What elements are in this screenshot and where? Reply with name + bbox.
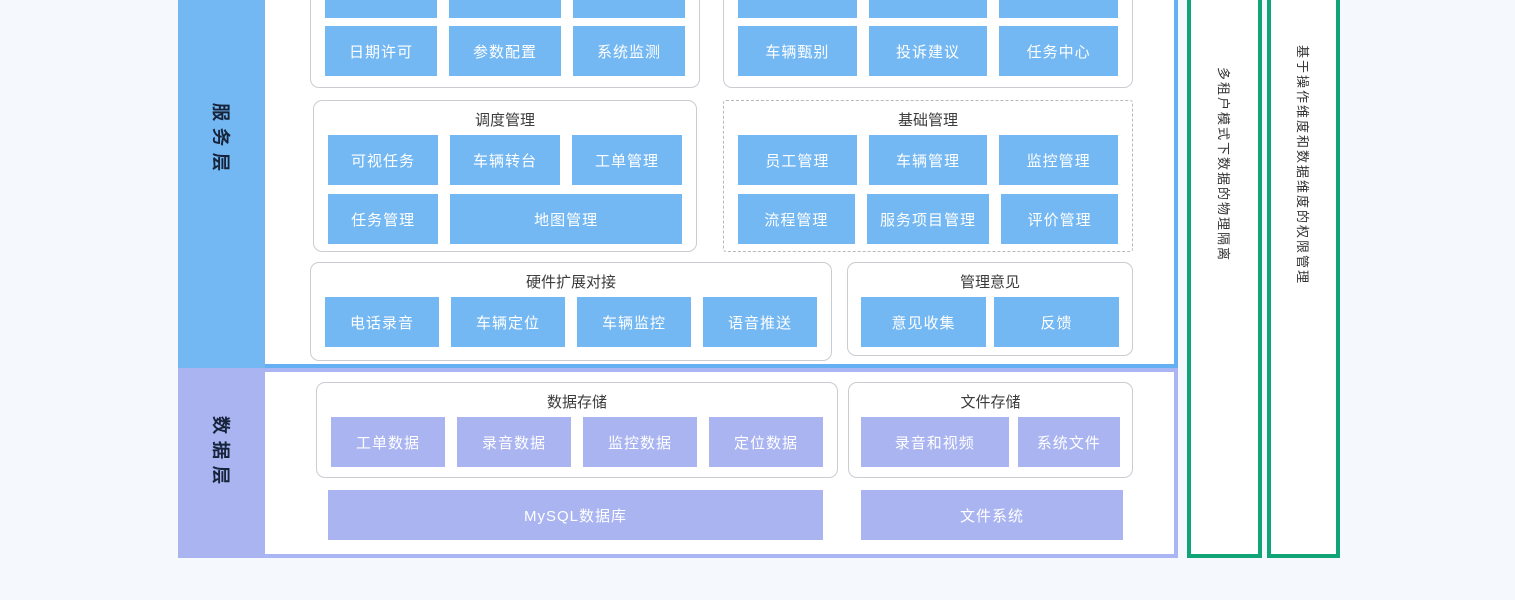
diagram-box [868,0,988,18]
group-misc-right: 车辆甄别 投诉建议 任务中心 [723,0,1133,88]
diagram-box [999,0,1119,18]
data-layer-label: 数据层 [210,415,231,491]
diagram-box [738,0,857,18]
service-layer-label: 服务层 [210,102,231,178]
diagram-box-workorder-data: 工单数据 [331,417,445,467]
diagram-box-vehicle-turntable: 车辆转台 [450,135,560,185]
group-basic-management: 基础管理 员工管理 车辆管理 监控管理 流程管理 服务项目管理 评价管理 [723,100,1133,252]
group-title: 文件存储 [960,394,1021,411]
diagram-box [325,0,437,18]
diagram-box [573,0,685,18]
diagram-box-task-center: 任务中心 [999,26,1119,76]
diagram-box-date-permit: 日期许可 [325,26,437,76]
diagram-box-vehicle-positioning: 车辆定位 [451,297,565,347]
data-layer-band: 数据层 [178,368,265,558]
diagram-box-vehicle-management: 车辆管理 [868,135,988,185]
group-misc-left: 日期许可 参数配置 系统监测 [310,0,700,88]
diagram-box-evaluation-management: 评价管理 [1001,194,1118,244]
diagram-box-file-system: 文件系统 [861,490,1123,540]
group-data-storage: 数据存储 工单数据 录音数据 监控数据 定位数据 [316,382,838,478]
group-file-storage: 文件存储 录音和视频 系统文件 [848,382,1133,478]
note-text: 基于操作维度和数据维度的权限管理 [1295,44,1310,285]
diagram-box-service-project-management: 服务项目管理 [866,194,990,244]
group-dispatch-management: 调度管理 可视任务 车辆转台 工单管理 任务管理 地图管理 [313,100,697,252]
diagram-box-process-management: 流程管理 [738,194,855,244]
group-title: 管理意见 [959,274,1020,291]
diagram-box-param-config: 参数配置 [449,26,561,76]
note-panel-tenant-isolation: 多租户模式下数据的物理隔离 [1187,0,1262,558]
group-title: 基础管理 [897,112,958,129]
diagram-box-monitoring-data: 监控数据 [583,417,697,467]
diagram-box-vehicle-screening: 车辆甄别 [738,26,857,76]
group-management-opinion: 管理意见 意见收集 反馈 [847,262,1133,356]
diagram-box-mysql-database: MySQL数据库 [328,490,823,540]
diagram-box-recording-data: 录音数据 [457,417,571,467]
diagram-box-vehicle-monitoring: 车辆监控 [577,297,691,347]
diagram-box-employee-management: 员工管理 [738,135,857,185]
diagram-box-audio-video: 录音和视频 [861,417,1009,467]
diagram-box-visual-task: 可视任务 [328,135,438,185]
diagram-box-complaint-suggestion: 投诉建议 [868,26,988,76]
diagram-box-positioning-data: 定位数据 [709,417,823,467]
diagram-box-phone-recording: 电话录音 [325,297,439,347]
diagram-box-opinion-collection: 意见收集 [861,297,986,347]
diagram-box-task-management: 任务管理 [328,194,439,244]
diagram-box-system-monitor: 系统监测 [573,26,685,76]
group-title: 数据存储 [546,394,607,411]
diagram-box-system-files: 系统文件 [1017,417,1120,467]
service-layer-band: 服务层 [178,0,265,368]
group-title: 硬件扩展对接 [525,274,616,291]
group-title: 调度管理 [474,112,535,129]
diagram-box-monitor-management: 监控管理 [999,135,1119,185]
diagram-box [449,0,561,18]
diagram-box-feedback: 反馈 [994,297,1119,347]
diagram-box-map-management: 地图管理 [450,194,682,244]
diagram-box-work-order: 工单管理 [572,135,682,185]
note-text: 多租户模式下数据的物理隔离 [1216,67,1231,263]
group-hardware-extension: 硬件扩展对接 电话录音 车辆定位 车辆监控 语音推送 [310,262,832,361]
diagram-box-voice-push: 语音推送 [703,297,817,347]
note-panel-permission-management: 基于操作维度和数据维度的权限管理 [1267,0,1340,558]
